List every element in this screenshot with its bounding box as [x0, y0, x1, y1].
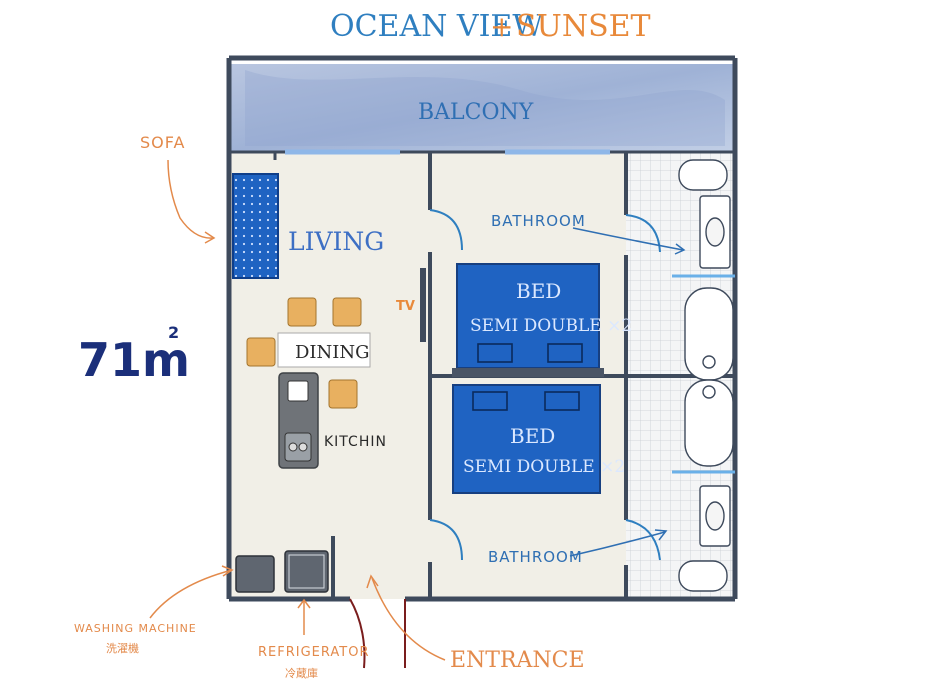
toilet-top	[678, 159, 728, 191]
bathroom-top-arrow	[572, 227, 684, 251]
sink-bottom-bowl	[705, 501, 725, 531]
sofa-callout: SOFA	[140, 133, 185, 152]
refrigerator-arrowhead	[297, 598, 311, 609]
stove	[284, 432, 312, 462]
area-value: 71m	[78, 333, 190, 387]
washing-machine	[235, 555, 275, 593]
washing-machine-callout-jp: 洗濯機	[106, 641, 139, 655]
entrance-door-swing	[349, 598, 366, 669]
sink-top-bowl	[705, 217, 725, 247]
dining-table	[277, 332, 371, 368]
sofa-arrowhead	[204, 231, 216, 244]
washing-machine-arrowhead	[221, 565, 234, 577]
washing-machine-callout: WASHING MACHINE	[74, 622, 197, 635]
balcony-area: BALCONY	[229, 64, 735, 152]
refrigerator-door	[288, 554, 325, 589]
tv-label: TV	[396, 299, 415, 314]
bed-bottom-pillow-1	[472, 391, 508, 411]
plan-title: OCEAN VIEW + SUNSET	[330, 9, 651, 44]
bed-bottom: BED SEMI DOUBLE ×2	[452, 384, 625, 494]
bathroom-top-label: BATHROOM	[491, 212, 586, 230]
living-label: LIVING	[288, 227, 384, 256]
bathroom-bottom-arrowhead	[654, 529, 668, 541]
balcony-shade	[245, 70, 725, 146]
bathtub-bottom	[684, 379, 734, 467]
dining-set: DINING	[246, 297, 371, 409]
balcony-label: BALCONY	[418, 100, 534, 125]
kitchen-sink	[287, 380, 309, 402]
kitchen-label: KITCHIN	[324, 434, 387, 450]
bed-bottom-title: BED	[510, 424, 555, 448]
shower-head-bottom	[702, 385, 716, 399]
chair-1	[287, 297, 317, 327]
stove-burner-2	[298, 442, 308, 452]
entrance-arrow	[371, 577, 446, 661]
dining-label: DINING	[295, 342, 370, 363]
area-label: 71m 2	[78, 323, 190, 387]
refrigerator	[284, 550, 329, 593]
refrigerator-callout: REFRIGERATOR	[258, 645, 369, 660]
entrance-arrowhead	[366, 574, 379, 589]
refrigerator-callout-jp: 冷蔵庫	[285, 666, 318, 680]
door-bath-top	[625, 214, 661, 253]
entrance-callout: ENTRANCE	[450, 648, 585, 673]
balcony-fill	[229, 64, 735, 152]
chair-3	[246, 337, 276, 367]
chair-4	[328, 379, 358, 409]
bed-bottom-subtitle: SEMI DOUBLE ×2	[463, 457, 625, 477]
toilet-bottom	[678, 560, 728, 592]
bathroom-bottom-arrow	[569, 531, 666, 557]
chair-2	[332, 297, 362, 327]
bed-top-pillow-1	[477, 343, 513, 363]
bed-top-title: BED	[516, 279, 561, 303]
area-superscript: 2	[168, 323, 179, 342]
bathroom-top-arrowhead	[674, 243, 686, 255]
stove-burner-1	[288, 442, 298, 452]
door-bedroom-top	[429, 209, 463, 251]
doors	[429, 209, 661, 561]
bed-top-subtitle: SEMI DOUBLE ×2	[470, 316, 632, 336]
tv-unit	[420, 268, 426, 342]
title-ocean-view: OCEAN VIEW	[330, 9, 543, 44]
shower-head-top	[702, 355, 716, 369]
bathroom-bottom-label: BATHROOM	[488, 548, 583, 566]
bed-bottom-pillow-2	[544, 391, 580, 411]
bath-partitions	[672, 274, 735, 474]
sofa-arrow	[167, 159, 215, 239]
door-bath-bottom	[625, 519, 661, 561]
washing-machine-arrow	[149, 569, 233, 619]
title-sunset: SUNSET	[516, 9, 651, 44]
sofa	[232, 173, 279, 279]
kitchen-counter: KITCHIN	[278, 372, 387, 469]
title-plus: +	[490, 10, 513, 43]
door-bedroom-bottom	[429, 519, 463, 561]
bed-headboard	[452, 368, 604, 377]
wall-living-corner	[229, 150, 277, 160]
bed-bottom-frame	[452, 384, 601, 494]
bathroom-fixtures	[678, 159, 734, 592]
bed-top-pillow-2	[547, 343, 583, 363]
